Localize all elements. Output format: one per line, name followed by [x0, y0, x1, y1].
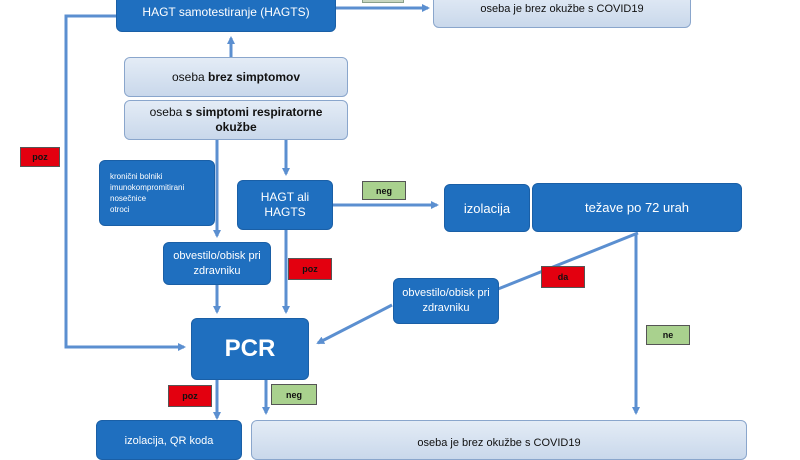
da-tag: da	[541, 266, 585, 288]
symptomatic-prefix: oseba	[149, 105, 186, 119]
tezave-label: težave po 72 urah	[584, 200, 690, 215]
hagt-samotestiranje-box: HAGT samotestiranje (HAGTS)	[116, 0, 336, 32]
neg-tag-bottom: neg	[271, 384, 317, 405]
obvestilo-left-box: obvestilo/obisk pri zdravniku	[163, 242, 271, 285]
risk-group-item: kronični bolniki	[110, 172, 163, 181]
hagt-ali-hagts-box: HAGT ali HAGTS	[237, 180, 333, 230]
hagt-samotestiranje-label: HAGT samotestiranje (HAGTS)	[142, 5, 310, 19]
poz-tag-left: poz	[20, 147, 60, 167]
poz-tag-mid: poz	[288, 258, 332, 280]
izolacija-box: izolacija	[444, 184, 530, 232]
risk-group-item: imunokompromitirani	[110, 183, 185, 192]
izolacija-label: izolacija	[463, 200, 511, 216]
neg-tag-top-label: neg	[375, 185, 392, 196]
symptomless-person-box: oseba brez simptomov	[124, 57, 348, 97]
risk-group-item: otroci	[110, 205, 130, 214]
symptomatic-bold: s simptomi respiratorne okužbe	[185, 105, 323, 134]
poz-tag-left-label: poz	[32, 152, 48, 162]
poz-tag-bottom: poz	[168, 385, 212, 407]
negative-result-bottom-box: oseba je brez okužbe s COVID19	[251, 420, 747, 460]
small-connector-box	[362, 0, 404, 3]
risk-groups-box: kronični bolniki imunokompromitirani nos…	[99, 160, 215, 226]
arrow-tezave-to-obvestilo	[497, 231, 639, 291]
obvestilo-right-label: obvestilo/obisk pri zdravniku	[402, 287, 490, 314]
isolation-qr-box: izolacija, QR koda	[96, 420, 242, 460]
pcr-box: PCR	[191, 318, 309, 380]
neg-tag-top: neg	[362, 181, 406, 200]
pcr-label: PCR	[224, 335, 276, 362]
poz-tag-mid-label: poz	[302, 264, 318, 274]
arrow-hagts-poz-to-pcr	[64, 14, 186, 351]
negative-result-bottom-label: oseba je brez okužbe s COVID19	[417, 437, 581, 449]
isolation-qr-label: izolacija, QR koda	[124, 435, 214, 447]
hagt-ali-hagts-label: HAGT ali HAGTS	[260, 190, 310, 219]
ne-tag: ne	[646, 325, 690, 345]
symptomatic-person-box: oseba s simptomi respiratorne okužbe	[124, 100, 348, 140]
obvestilo-left-label: obvestilo/obisk pri zdravniku	[173, 249, 261, 277]
neg-tag-bottom-label: neg	[285, 389, 302, 400]
ne-tag-label: ne	[662, 330, 674, 340]
tezave-box: težave po 72 urah	[532, 183, 742, 232]
symptomless-prefix: oseba	[171, 70, 208, 84]
risk-group-item: nosečnice	[110, 194, 147, 203]
obvestilo-right-box: obvestilo/obisk pri zdravniku	[393, 278, 499, 324]
negative-result-top-label: oseba je brez okužbe s COVID19	[480, 3, 644, 15]
da-tag-label: da	[557, 272, 569, 282]
poz-tag-bottom-label: poz	[182, 391, 198, 401]
negative-result-top-box: oseba je brez okužbe s COVID19	[433, 0, 691, 28]
symptomatic-person-label: oseba s simptomi respiratorne okužbe	[135, 105, 337, 135]
arrow-obvestilo-right-to-pcr	[316, 303, 393, 345]
flow-arrows	[64, 4, 640, 420]
symptomless-bold: brez simptomov	[208, 70, 301, 84]
symptomless-person-label: oseba brez simptomov	[172, 70, 300, 84]
